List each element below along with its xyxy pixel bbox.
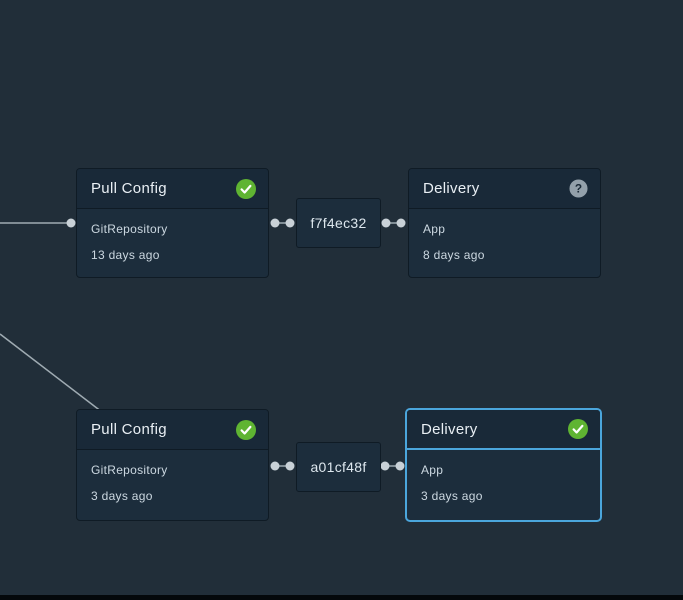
node-updated: 8 days ago (423, 248, 485, 262)
commit-hash: a01cf48f (310, 459, 367, 475)
node-body: GitRepository 13 days ago (77, 209, 268, 275)
node-header: Delivery ? (409, 169, 600, 209)
connector-dot (380, 461, 390, 471)
node-title: Pull Config (91, 421, 167, 438)
node-delivery-bottom-selected[interactable]: Delivery App 3 days ago (405, 408, 602, 522)
connector-dot (66, 218, 76, 228)
node-commit-top[interactable]: f7f4ec32 (296, 198, 381, 248)
node-resource: GitRepository (91, 222, 168, 236)
connector-dot (285, 218, 295, 228)
connector-dot (395, 461, 405, 471)
node-pull-config-bottom[interactable]: Pull Config GitRepository 3 days ago (76, 409, 269, 521)
node-header: Pull Config (77, 169, 268, 209)
success-check-icon (236, 178, 256, 199)
connector-dot (270, 218, 280, 228)
connector-dot (270, 461, 280, 471)
svg-text:?: ? (575, 182, 582, 196)
node-updated: 3 days ago (91, 489, 153, 503)
node-updated: 3 days ago (421, 489, 483, 503)
unknown-question-icon: ? (569, 179, 588, 198)
success-check-icon (568, 419, 588, 439)
node-body: App 8 days ago (409, 209, 600, 275)
node-resource: GitRepository (91, 463, 168, 477)
node-title: Delivery (421, 420, 478, 438)
success-check-icon (236, 419, 256, 440)
node-body: GitRepository 3 days ago (77, 450, 268, 516)
node-header: Pull Config (77, 410, 268, 450)
node-body: App 3 days ago (407, 450, 600, 516)
node-resource: App (421, 463, 444, 477)
connector-dot (285, 461, 295, 471)
bottom-edge-bar (0, 595, 683, 600)
node-resource: App (423, 222, 446, 236)
node-header: Delivery (407, 410, 600, 450)
node-delivery-top[interactable]: Delivery ? App 8 days ago (408, 168, 601, 278)
node-commit-bottom[interactable]: a01cf48f (296, 442, 381, 492)
node-title: Pull Config (91, 180, 167, 197)
connector-dot (396, 218, 406, 228)
commit-hash: f7f4ec32 (310, 215, 367, 231)
edge-line-diagonal (0, 333, 103, 413)
connector-dot (381, 218, 391, 228)
node-updated: 13 days ago (91, 248, 160, 262)
node-pull-config-top[interactable]: Pull Config GitRepository 13 days ago (76, 168, 269, 278)
node-title: Delivery (423, 180, 480, 197)
